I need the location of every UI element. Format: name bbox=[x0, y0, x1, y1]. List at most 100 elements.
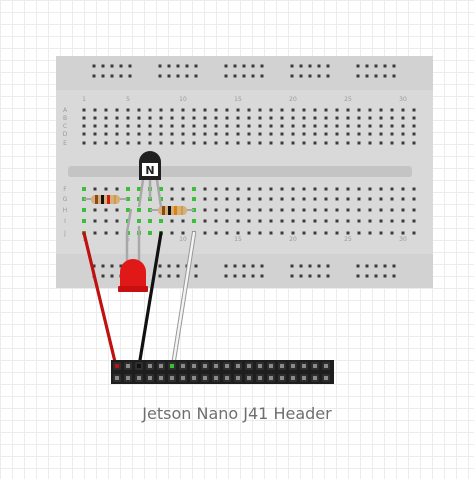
hole bbox=[170, 187, 174, 191]
connected-hole bbox=[192, 187, 196, 191]
hole bbox=[313, 219, 317, 223]
hole bbox=[258, 116, 262, 120]
hole bbox=[258, 231, 262, 235]
hole bbox=[269, 116, 273, 120]
hole bbox=[335, 187, 339, 191]
rail-hole bbox=[356, 274, 360, 278]
hole bbox=[269, 197, 273, 201]
hole bbox=[225, 124, 229, 128]
hole bbox=[93, 116, 97, 120]
rail-hole bbox=[119, 64, 123, 68]
rail-hole bbox=[326, 74, 330, 78]
hole bbox=[401, 197, 405, 201]
hole bbox=[181, 132, 185, 136]
hole bbox=[291, 219, 295, 223]
rail-hole bbox=[374, 64, 378, 68]
hole bbox=[313, 124, 317, 128]
rail-hole bbox=[167, 74, 171, 78]
rail-hole bbox=[92, 64, 96, 68]
hole bbox=[390, 108, 394, 112]
hole bbox=[93, 187, 97, 191]
hole bbox=[148, 124, 152, 128]
column-number: 20 bbox=[289, 236, 297, 243]
hole bbox=[302, 208, 306, 212]
header-pin bbox=[269, 364, 273, 368]
led-base bbox=[118, 286, 148, 292]
rail-hole bbox=[308, 264, 312, 268]
hole bbox=[412, 208, 416, 212]
hole bbox=[390, 219, 394, 223]
hole bbox=[258, 108, 262, 112]
hole bbox=[379, 141, 383, 145]
rail-hole bbox=[317, 264, 321, 268]
hole bbox=[126, 132, 130, 136]
header-pin bbox=[159, 364, 163, 368]
connected-hole bbox=[192, 197, 196, 201]
resistor-right-body bbox=[158, 206, 187, 215]
hole bbox=[115, 231, 119, 235]
hole bbox=[203, 124, 207, 128]
rail-hole bbox=[356, 64, 360, 68]
rail-hole bbox=[374, 274, 378, 278]
hole bbox=[335, 141, 339, 145]
header-pin bbox=[214, 376, 218, 380]
hole bbox=[104, 141, 108, 145]
rail-hole bbox=[242, 74, 246, 78]
hole bbox=[93, 132, 97, 136]
hole bbox=[236, 108, 240, 112]
rail-hole bbox=[128, 64, 132, 68]
rail-hole bbox=[260, 74, 264, 78]
hole bbox=[269, 231, 273, 235]
hole bbox=[115, 187, 119, 191]
rail-hole bbox=[299, 264, 303, 268]
hole bbox=[368, 132, 372, 136]
hole bbox=[170, 108, 174, 112]
row-letter: A bbox=[63, 107, 68, 114]
rail-hole bbox=[356, 264, 360, 268]
hole bbox=[170, 124, 174, 128]
rail-hole bbox=[224, 274, 228, 278]
rail-hole bbox=[224, 74, 228, 78]
rail-hole bbox=[92, 74, 96, 78]
hole bbox=[346, 108, 350, 112]
hole bbox=[313, 231, 317, 235]
hole bbox=[159, 141, 163, 145]
rail-hole bbox=[308, 74, 312, 78]
rail-hole bbox=[92, 264, 96, 268]
connected-hole bbox=[159, 187, 163, 191]
hole bbox=[247, 116, 251, 120]
hole bbox=[181, 116, 185, 120]
hole bbox=[291, 187, 295, 191]
rail-hole bbox=[317, 64, 321, 68]
hole bbox=[159, 116, 163, 120]
hole bbox=[335, 208, 339, 212]
rail-hole bbox=[326, 274, 330, 278]
connected-hole bbox=[137, 219, 141, 223]
hole bbox=[302, 108, 306, 112]
hole bbox=[412, 231, 416, 235]
connected-hole bbox=[126, 187, 130, 191]
led-body bbox=[120, 259, 146, 288]
hole bbox=[335, 108, 339, 112]
hole bbox=[379, 231, 383, 235]
hole bbox=[324, 187, 328, 191]
hole bbox=[214, 231, 218, 235]
hole bbox=[280, 208, 284, 212]
hole bbox=[225, 132, 229, 136]
hole bbox=[148, 108, 152, 112]
hole bbox=[390, 231, 394, 235]
rail-hole bbox=[233, 74, 237, 78]
row-letter: D bbox=[63, 131, 68, 138]
hole bbox=[258, 219, 262, 223]
hole bbox=[357, 197, 361, 201]
transistor-leg-1 bbox=[137, 179, 145, 208]
hole bbox=[181, 108, 185, 112]
hole bbox=[302, 132, 306, 136]
hole bbox=[269, 132, 273, 136]
hole bbox=[401, 231, 405, 235]
rail-hole bbox=[158, 264, 162, 268]
rail-hole bbox=[308, 64, 312, 68]
hole bbox=[203, 108, 207, 112]
header-pin bbox=[324, 376, 328, 380]
